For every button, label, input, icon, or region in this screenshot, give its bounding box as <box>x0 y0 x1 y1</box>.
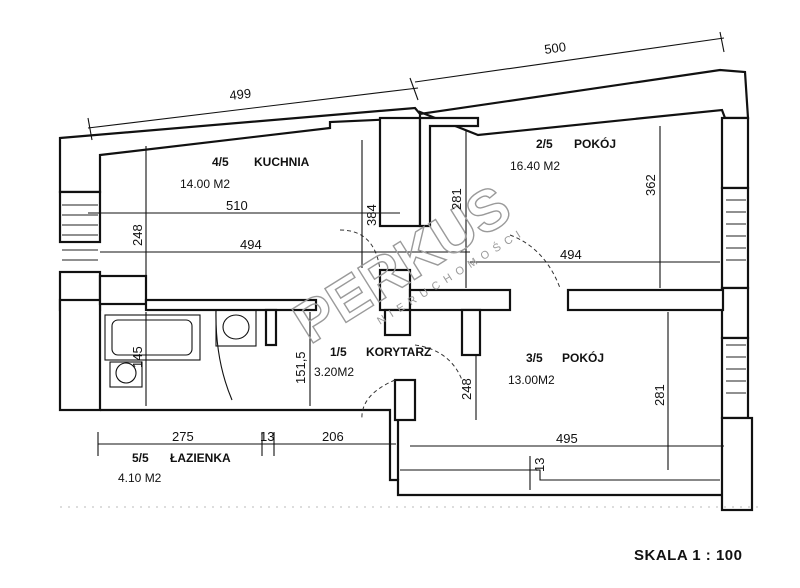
dim-room1-width: 494 <box>560 247 582 262</box>
bathroom-fixtures <box>104 309 257 401</box>
dim-kitchen-height: 248 <box>130 224 145 246</box>
outer-walls <box>58 68 754 512</box>
dimension-lines <box>87 31 725 490</box>
dim-top-left: 499 <box>229 86 252 103</box>
internal-walls <box>98 116 725 422</box>
room-number: 3/5 <box>526 351 543 365</box>
room-area: 14.00 M2 <box>180 177 230 191</box>
room-number: 4/5 <box>212 155 229 169</box>
room-name: KORYTARZ <box>366 345 431 359</box>
room-name: POKÓJ <box>574 136 616 151</box>
dim-corridor-width: 206 <box>322 429 344 444</box>
dim-kitchen-width-1: 510 <box>226 198 248 213</box>
room-number: 5/5 <box>132 451 149 465</box>
room-pokoj-1: 2/5 POKÓJ 16.40 M2 <box>510 136 616 173</box>
scale-label: SKALA 1 : 100 <box>634 547 743 564</box>
dim-room2-wall: 13 <box>532 458 547 472</box>
room-name: ŁAZIENKA <box>170 451 231 465</box>
room-korytarz: 1/5 KORYTARZ 3.20M2 <box>314 345 431 379</box>
dim-room2-width: 495 <box>556 431 578 446</box>
dim-bath-height: 145 <box>130 346 145 368</box>
room-pokoj-2: 3/5 POKÓJ 13.00M2 <box>508 350 604 387</box>
dim-bath-wall: 13 <box>260 429 274 444</box>
dim-room1-left-height: 281 <box>449 188 464 210</box>
dim-room2-left-height: 248 <box>459 378 474 400</box>
dim-bath-width: 275 <box>172 429 194 444</box>
room-lazienka: 5/5 ŁAZIENKA 4.10 M2 <box>118 451 231 485</box>
room-area: 16.40 M2 <box>510 159 560 173</box>
dim-kitchen-width-2: 494 <box>240 237 262 252</box>
room-name: POKÓJ <box>562 350 604 365</box>
dim-kitchen-right-height: 384 <box>364 204 379 226</box>
dim-corridor-height: 151,5 <box>293 351 308 384</box>
room-number: 2/5 <box>536 137 553 151</box>
dim-top-right: 500 <box>543 39 567 57</box>
room-kuchnia: 4/5 KUCHNIA 14.00 M2 <box>180 155 310 191</box>
dimension-labels: 499 500 510 494 248 384 281 362 494 145 … <box>130 39 667 472</box>
dim-room2-right-height: 281 <box>652 384 667 406</box>
room-area: 4.10 M2 <box>118 471 162 485</box>
room-area: 3.20M2 <box>314 365 354 379</box>
room-name: KUCHNIA <box>254 155 310 169</box>
door-arcs <box>339 229 561 421</box>
room-number: 1/5 <box>330 345 347 359</box>
dim-room1-right-height: 362 <box>643 174 658 196</box>
room-area: 13.00M2 <box>508 373 555 387</box>
